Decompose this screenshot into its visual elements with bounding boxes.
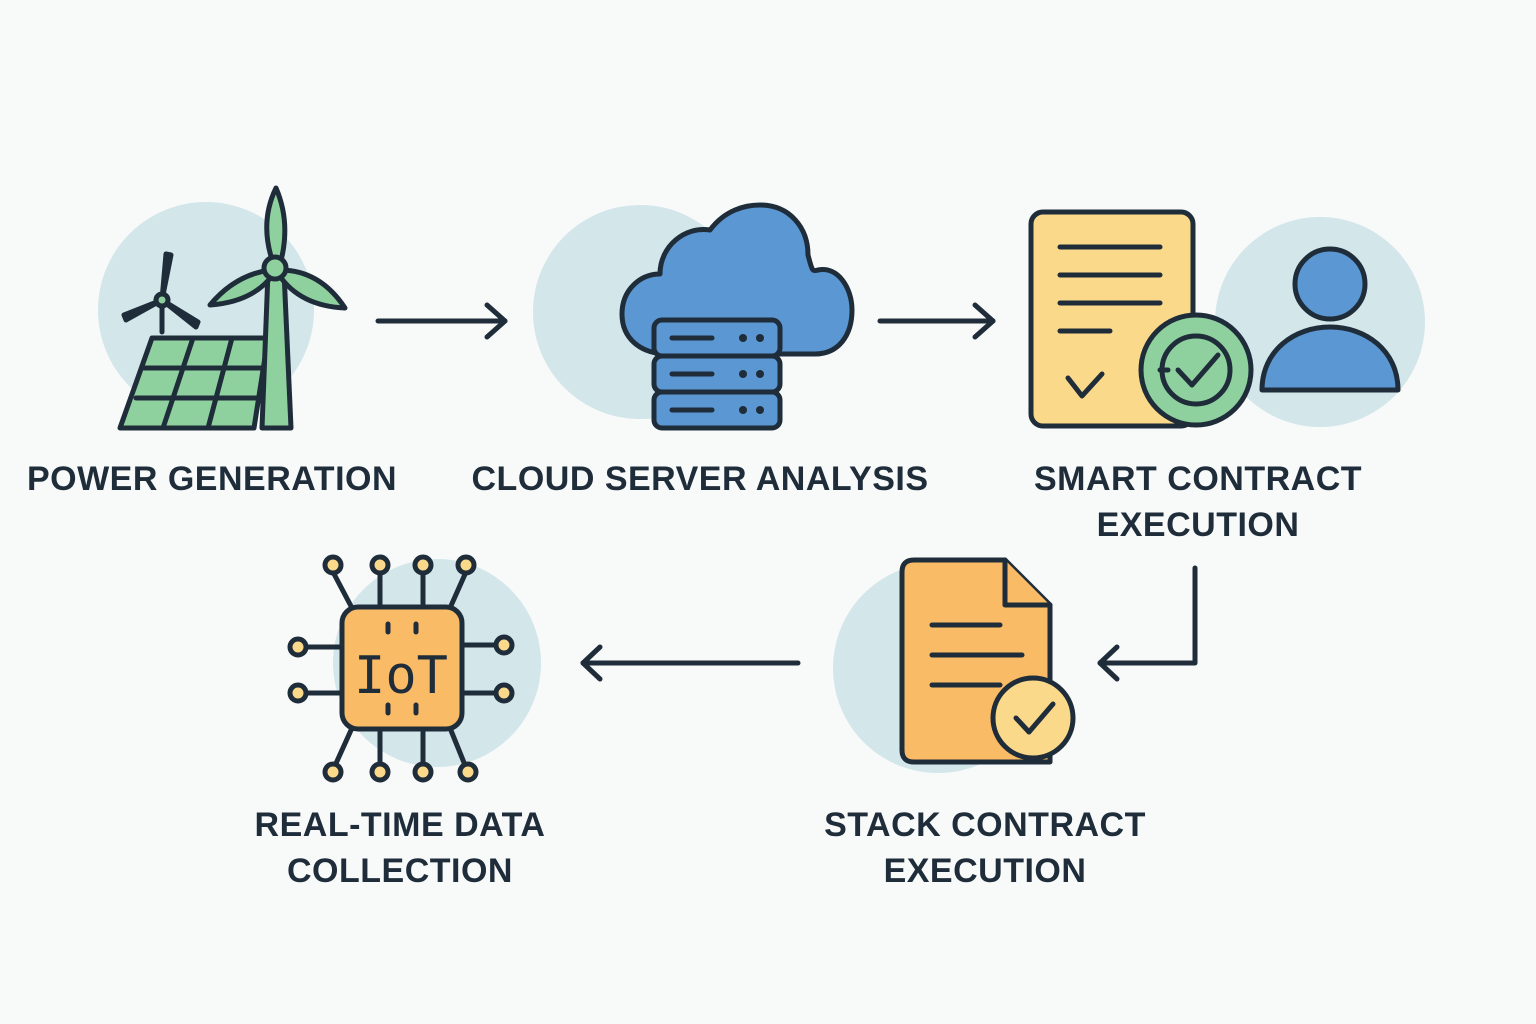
contract-user-icon bbox=[1028, 209, 1425, 429]
label-power-generation: POWER GENERATION bbox=[0, 456, 424, 502]
label-real-time-data-collection: REAL-TIME DATA COLLECTION bbox=[220, 802, 580, 894]
arrow-stack-to-iot bbox=[580, 644, 801, 682]
iot-chip-icon bbox=[287, 554, 541, 783]
label-line: COLLECTION bbox=[287, 852, 513, 890]
label-line: EXECUTION bbox=[883, 852, 1087, 890]
label-stack-contract-execution: STACK CONTRACT EXECUTION bbox=[790, 802, 1180, 894]
cloud-server-icon bbox=[533, 202, 855, 431]
arrow-power-to-cloud bbox=[375, 302, 508, 340]
arrow-contract-to-stack bbox=[1097, 565, 1198, 682]
label-cloud-server-analysis: CLOUD SERVER ANALYSIS bbox=[470, 456, 930, 502]
label-line: POWER GENERATION bbox=[26, 460, 398, 498]
label-line: REAL-TIME DATA bbox=[254, 806, 546, 844]
document-check-icon bbox=[833, 557, 1076, 773]
chip-text: IoT bbox=[354, 646, 448, 706]
label-line: EXECUTION bbox=[1096, 506, 1300, 544]
label-line: SMART CONTRACT bbox=[1033, 460, 1363, 498]
arrow-cloud-to-contract bbox=[877, 302, 996, 340]
wind-solar-icon bbox=[98, 185, 348, 431]
label-smart-contract-execution: SMART CONTRACT EXECUTION bbox=[1000, 456, 1396, 548]
label-line: STACK CONTRACT bbox=[824, 806, 1146, 844]
label-line: CLOUD SERVER ANALYSIS bbox=[471, 460, 929, 498]
